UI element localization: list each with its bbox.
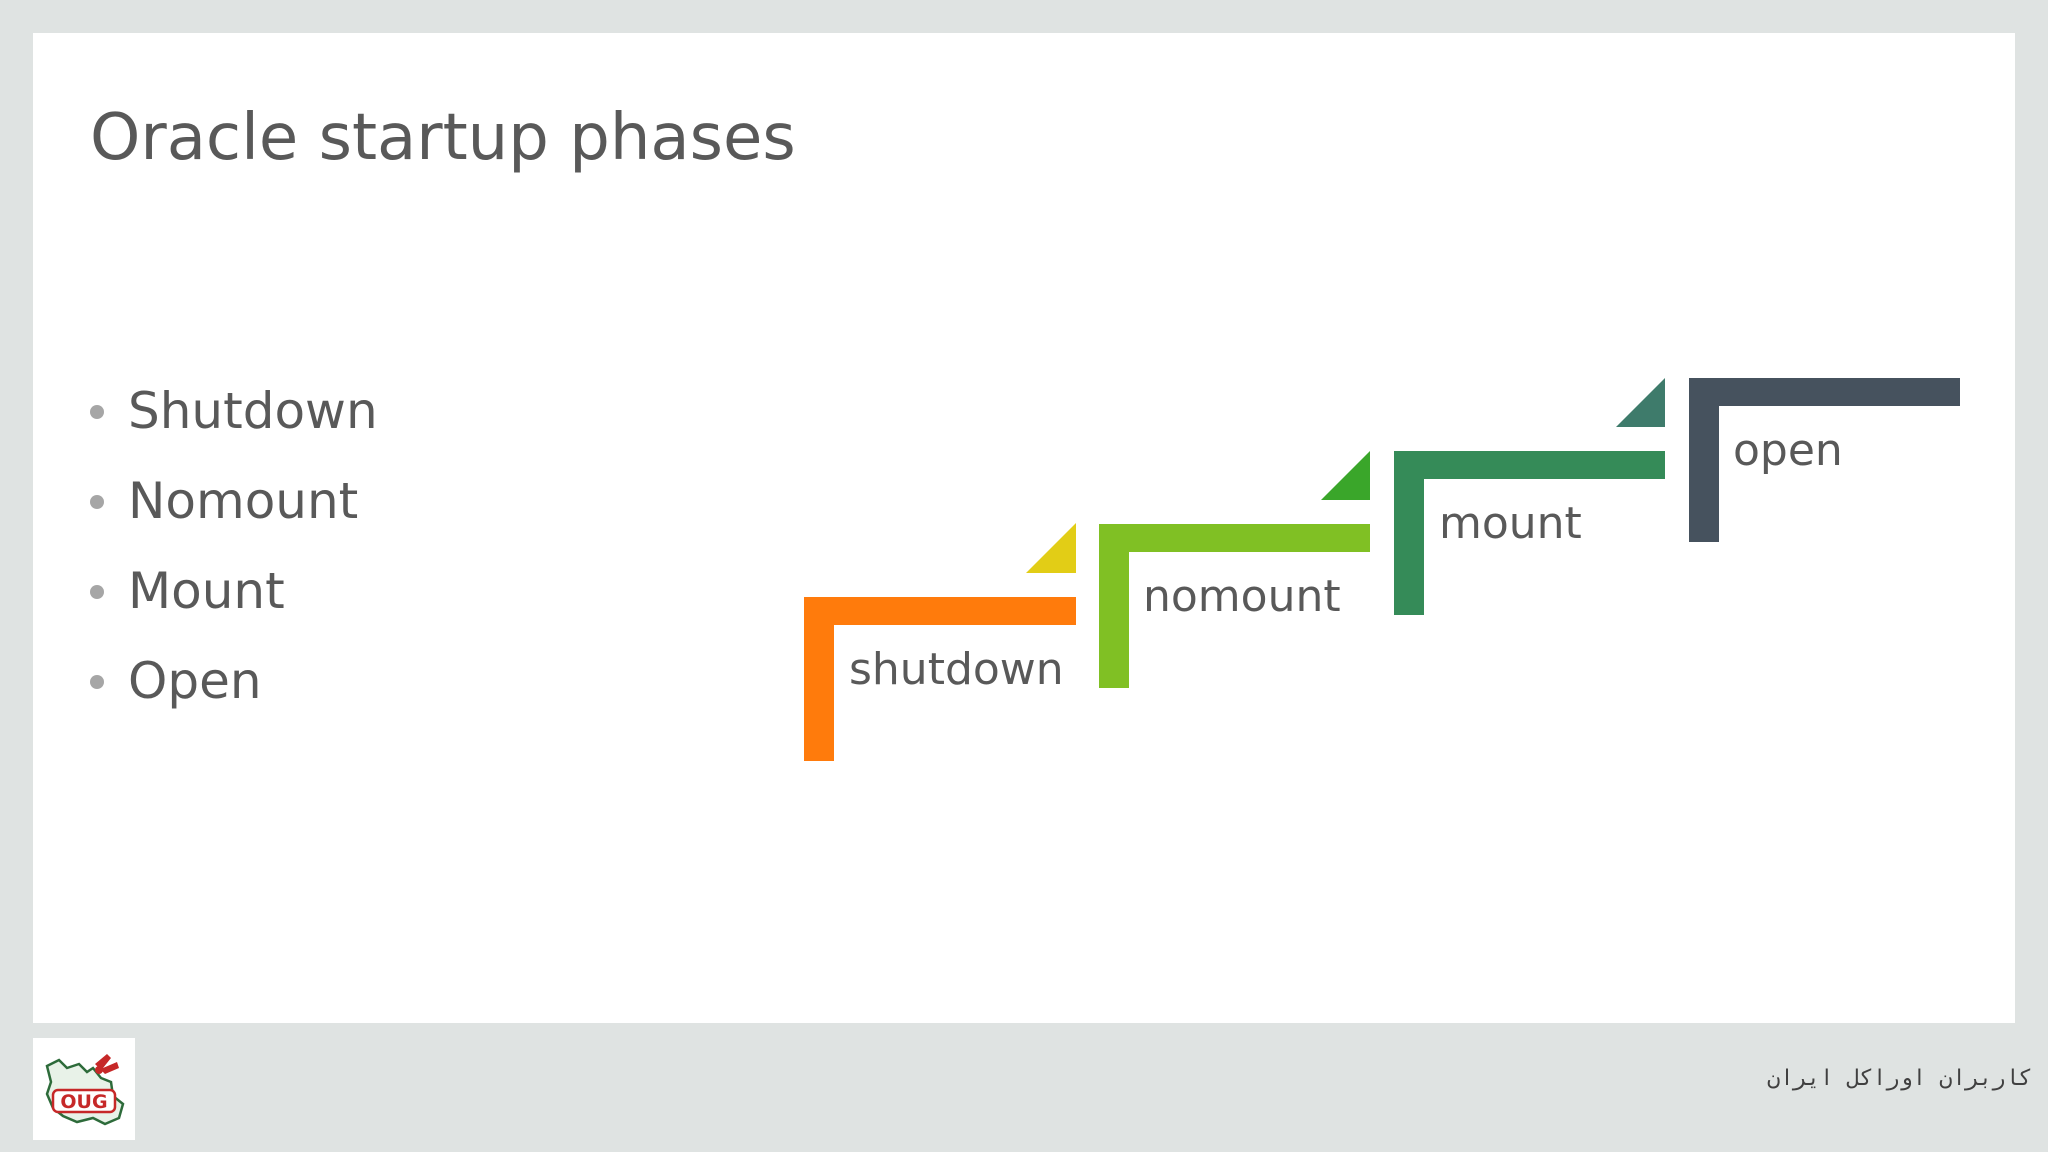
logo-text: OUG	[60, 1091, 107, 1113]
oug-logo-icon: OUG	[33, 1038, 135, 1140]
phase-staircase-diagram: shutdown nomount mount open	[804, 378, 1960, 761]
footer-org-name: کاربران اوراکل ایران	[1767, 1066, 2032, 1091]
step-shutdown: shutdown	[804, 523, 1076, 761]
bullet-item-shutdown: Shutdown	[90, 368, 378, 458]
step-open: open	[1689, 378, 1960, 542]
step-label-shutdown: shutdown	[849, 644, 1064, 695]
step-shutdown-bar	[804, 597, 1076, 761]
step-nomount: nomount	[1099, 451, 1370, 688]
step-label-nomount: nomount	[1143, 571, 1341, 622]
slide: Oracle startup phases Shutdown Nomount M…	[33, 33, 2015, 1023]
bullet-label: Mount	[128, 562, 285, 620]
bullet-dot	[90, 495, 104, 509]
oug-logo-graphic: OUG	[45, 1054, 125, 1126]
step-label-open: open	[1733, 425, 1843, 476]
step-label-mount: mount	[1439, 498, 1582, 549]
step-mount: mount	[1394, 378, 1665, 615]
step-mount-bar	[1394, 451, 1665, 615]
bullet-item-open: Open	[90, 638, 378, 728]
bullet-item-nomount: Nomount	[90, 458, 378, 548]
bullet-item-mount: Mount	[90, 548, 378, 638]
bullet-dot	[90, 585, 104, 599]
step-open-bar	[1689, 378, 1960, 542]
step-mount-accent	[1616, 378, 1665, 427]
bullet-dot	[90, 405, 104, 419]
bullet-label: Shutdown	[128, 382, 378, 440]
step-nomount-accent	[1321, 451, 1370, 500]
slide-title: Oracle startup phases	[90, 101, 796, 175]
bullet-label: Open	[128, 652, 262, 710]
step-nomount-bar	[1099, 524, 1370, 688]
bullet-dot	[90, 675, 104, 689]
step-shutdown-accent	[1026, 523, 1076, 573]
bullet-list: Shutdown Nomount Mount Open	[90, 368, 378, 728]
bullet-label: Nomount	[128, 472, 359, 530]
